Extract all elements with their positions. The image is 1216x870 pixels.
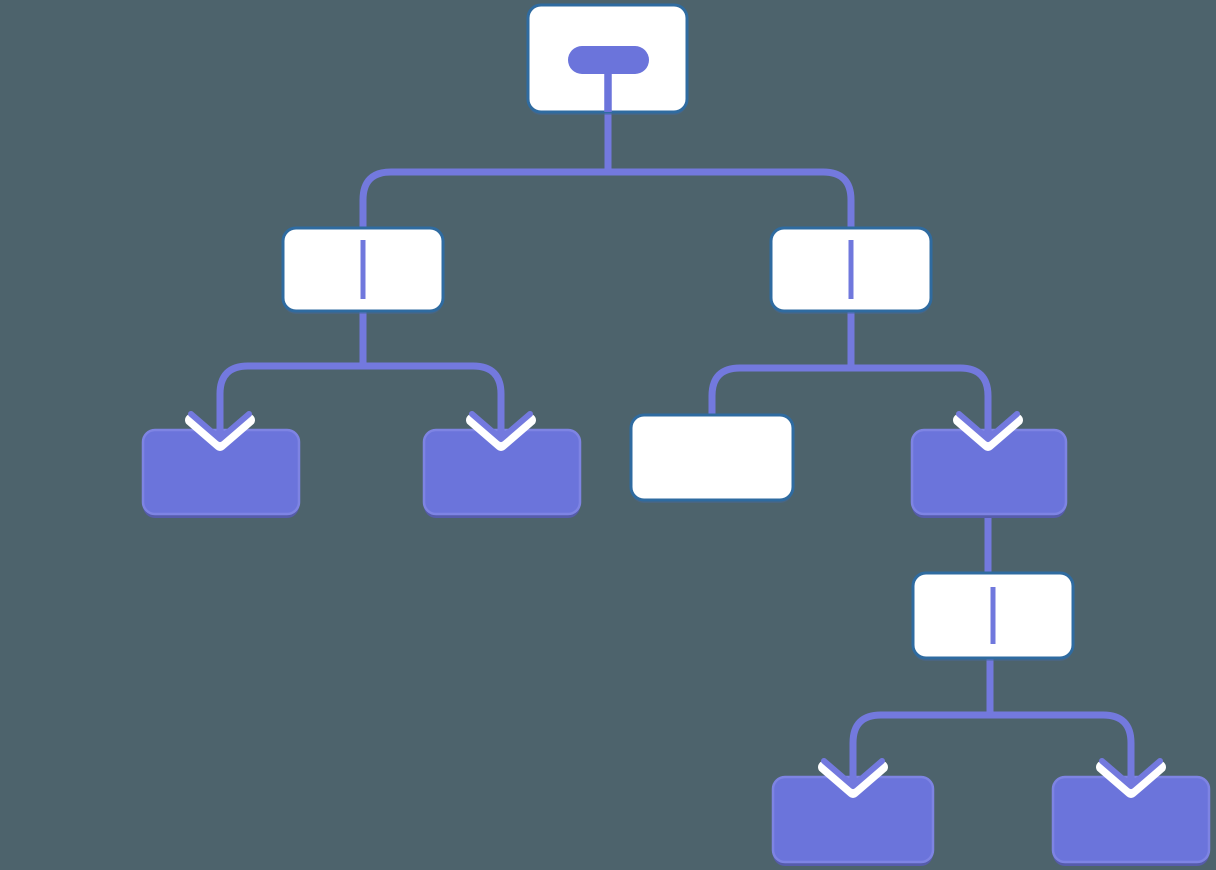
arrowhead-icon: [953, 400, 1023, 451]
arrow-halo-1: [185, 414, 255, 451]
node-leaf-left-2[interactable]: [422, 428, 582, 518]
node-leaf-left-1[interactable]: [141, 428, 301, 518]
node-leaf-white-card[interactable]: [629, 413, 795, 502]
arrowhead-icon: [185, 400, 255, 451]
arrow-layer: [185, 400, 1166, 798]
arrowhead-icon: [818, 747, 888, 798]
root-pill-icon: [568, 46, 649, 74]
connector-branchbottom-to-leaves: [849, 658, 1135, 784]
arrow-chevron-2: [469, 411, 533, 442]
node-root[interactable]: [526, 3, 689, 115]
arrow-halo-2: [466, 414, 536, 451]
connector-branchleft-to-leaves: [216, 311, 505, 437]
connector-branchright-to-children: [708, 311, 992, 437]
arrow-halo-5: [1096, 761, 1166, 798]
arrow-chevron-1: [188, 411, 252, 442]
arrow-chevron-4: [821, 758, 885, 789]
arrowhead-icon: [1096, 747, 1166, 798]
node-branch-right[interactable]: [769, 226, 933, 314]
connector-layer: [216, 112, 1135, 784]
node-leaf-bottom-2[interactable]: [1051, 775, 1211, 866]
arrowhead-icon: [466, 400, 536, 451]
node-leaf-bottom-1[interactable]: [771, 775, 935, 866]
arrow-chevron-5: [1099, 758, 1163, 789]
arrow-halo-4: [818, 761, 888, 798]
node-branch-left[interactable]: [281, 226, 445, 314]
arrow-chevron-3: [956, 411, 1020, 442]
node-branch-bottom[interactable]: [911, 571, 1075, 661]
node-layer: [141, 3, 1211, 866]
node-purple-mid[interactable]: [910, 428, 1068, 518]
node-leaf-white[interactable]: [629, 413, 795, 503]
arrow-halo-3: [953, 414, 1023, 451]
connector-root-to-branches: [359, 112, 855, 228]
